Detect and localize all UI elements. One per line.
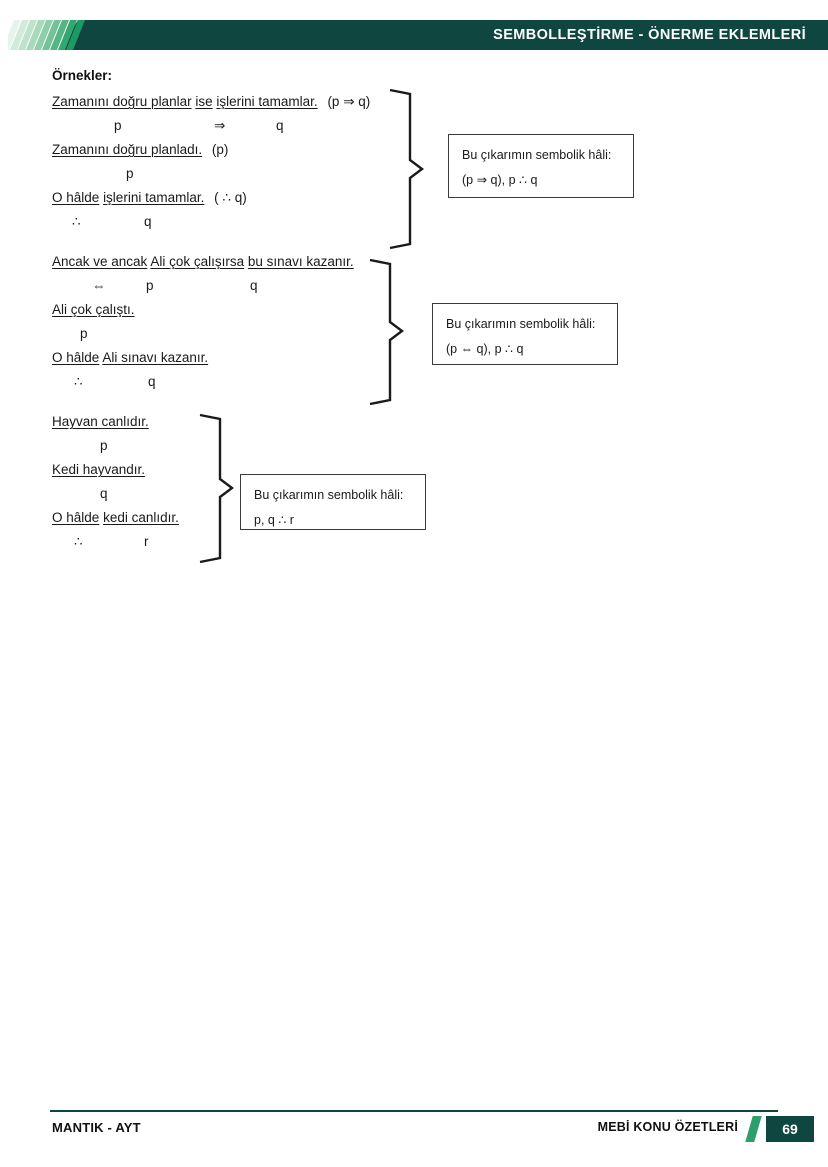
footer-slash-decoration: [745, 1116, 762, 1142]
example-3-premise-1: Hayvan canlıdır.: [52, 410, 252, 434]
example-1-symbol-row-2: p: [52, 162, 392, 186]
symbol-implies: ⇒: [214, 118, 226, 133]
symbol-q: q: [148, 374, 156, 389]
example-1-symbol-row-3: ∴ q: [52, 210, 392, 234]
header-title: SEMBOLLEŞTİRME - ÖNERME EKLEMLERİ: [493, 27, 806, 43]
segment-symbolization: (p): [211, 142, 229, 157]
symbol-therefore: ∴: [74, 534, 83, 549]
symbol-p: p: [146, 278, 154, 293]
segment-text: işlerini tamamlar.: [103, 190, 205, 205]
example-3-symbol-row-3: ∴ r: [52, 530, 252, 554]
example-3-block: Hayvan canlıdır. p Kedi hayvandır. q O h…: [52, 410, 252, 554]
example-2-block: Ancak ve ancak Ali çok çalışırsa bu sına…: [52, 250, 392, 394]
segment-text: O hâlde: [52, 190, 100, 205]
symbol-therefore: ∴: [74, 374, 83, 389]
segment-symbolization: ( ∴ q): [214, 190, 247, 205]
callout-formula: (p ⇔ q), p ∴ q: [446, 342, 524, 356]
symbol-p: p: [114, 118, 122, 133]
example-2-symbol-row-3: ∴ q: [52, 370, 392, 394]
callout-title: Bu çıkarımın sembolik hâli:: [254, 488, 404, 502]
segment-text: kedi canlıdır.: [103, 510, 179, 525]
example-1-block: Zamanını doğru planlar ise işlerini tama…: [52, 90, 392, 234]
callout-formula: (p ⇒ q), p ∴ q: [462, 173, 538, 187]
footer-brand-label: MEBİ KONU ÖZETLERİ: [597, 1120, 738, 1134]
symbol-q: q: [276, 118, 284, 133]
header-bar: [60, 20, 828, 50]
callout-title: Bu çıkarımın sembolik hâli:: [446, 317, 596, 331]
example-3-premise-2: Kedi hayvandır.: [52, 458, 252, 482]
symbol-r: r: [144, 534, 149, 549]
segment-text: Ali çok çalıştı.: [52, 302, 135, 317]
segment-text: Kedi hayvandır.: [52, 462, 146, 477]
example-3-conclusion: O hâlde kedi canlıdır.: [52, 506, 252, 530]
examples-heading: Örnekler:: [52, 68, 113, 83]
example-2-conclusion: O hâlde Ali sınavı kazanır.: [52, 346, 392, 370]
symbol-p: p: [80, 326, 88, 341]
example-3-symbol-row-2: q: [52, 482, 252, 506]
example-1-premise-1: Zamanını doğru planlar ise işlerini tama…: [52, 90, 392, 114]
example-1-brace: [389, 88, 424, 250]
example-2-premise-1: Ancak ve ancak Ali çok çalışırsa bu sına…: [52, 250, 392, 274]
symbol-therefore: ∴: [72, 214, 81, 229]
page-header: SEMBOLLEŞTİRME - ÖNERME EKLEMLERİ: [0, 20, 828, 50]
callout-formula: p, q ∴ r: [254, 513, 294, 527]
footer-subject-label: MANTIK - AYT: [52, 1120, 141, 1135]
page-number: 69: [766, 1116, 814, 1142]
example-2-brace: [369, 258, 404, 406]
segment-text: ise: [195, 94, 213, 109]
segment-text: Ali sınavı kazanır.: [102, 350, 209, 365]
symbol-p: p: [126, 166, 134, 181]
symbol-q: q: [144, 214, 152, 229]
example-1-callout: Bu çıkarımın sembolik hâli: (p ⇒ q), p ∴…: [448, 134, 634, 198]
segment-text: Hayvan canlıdır.: [52, 414, 149, 429]
footer-rule: [50, 1110, 778, 1112]
segment-text: bu sınavı kazanır.: [247, 254, 354, 269]
example-3-callout: Bu çıkarımın sembolik hâli: p, q ∴ r: [240, 474, 426, 530]
symbol-iff: ⇔: [92, 278, 106, 293]
segment-text: Zamanını doğru planlar: [52, 94, 192, 109]
example-2-symbol-row-2: p: [52, 322, 392, 346]
example-2-callout: Bu çıkarımın sembolik hâli: (p ⇔ q), p ∴…: [432, 303, 618, 365]
segment-text: Zamanını doğru planladı.: [52, 142, 203, 157]
segment-text: O hâlde: [52, 350, 100, 365]
segment-symbolization: (p ⇒ q): [327, 94, 371, 109]
segment-text: Ali çok çalışırsa: [150, 254, 245, 269]
symbol-q: q: [250, 278, 258, 293]
example-2-symbol-row-1: ⇔ p q: [52, 274, 392, 298]
example-1-symbol-row-1: p ⇒ q: [52, 114, 392, 138]
page-footer: MANTIK - AYT MEBİ KONU ÖZETLERİ 69: [0, 1110, 828, 1150]
example-2-premise-2: Ali çok çalıştı.: [52, 298, 392, 322]
segment-text: O hâlde: [52, 510, 100, 525]
example-3-brace: [199, 413, 234, 564]
symbol-p: p: [100, 438, 108, 453]
example-1-premise-2: Zamanını doğru planladı. (p): [52, 138, 392, 162]
example-3-symbol-row-1: p: [52, 434, 252, 458]
callout-title: Bu çıkarımın sembolik hâli:: [462, 148, 612, 162]
symbol-q: q: [100, 486, 108, 501]
segment-text: Ancak ve ancak: [52, 254, 148, 269]
segment-text: işlerini tamamlar.: [216, 94, 318, 109]
example-1-conclusion: O hâlde işlerini tamamlar. ( ∴ q): [52, 186, 392, 210]
